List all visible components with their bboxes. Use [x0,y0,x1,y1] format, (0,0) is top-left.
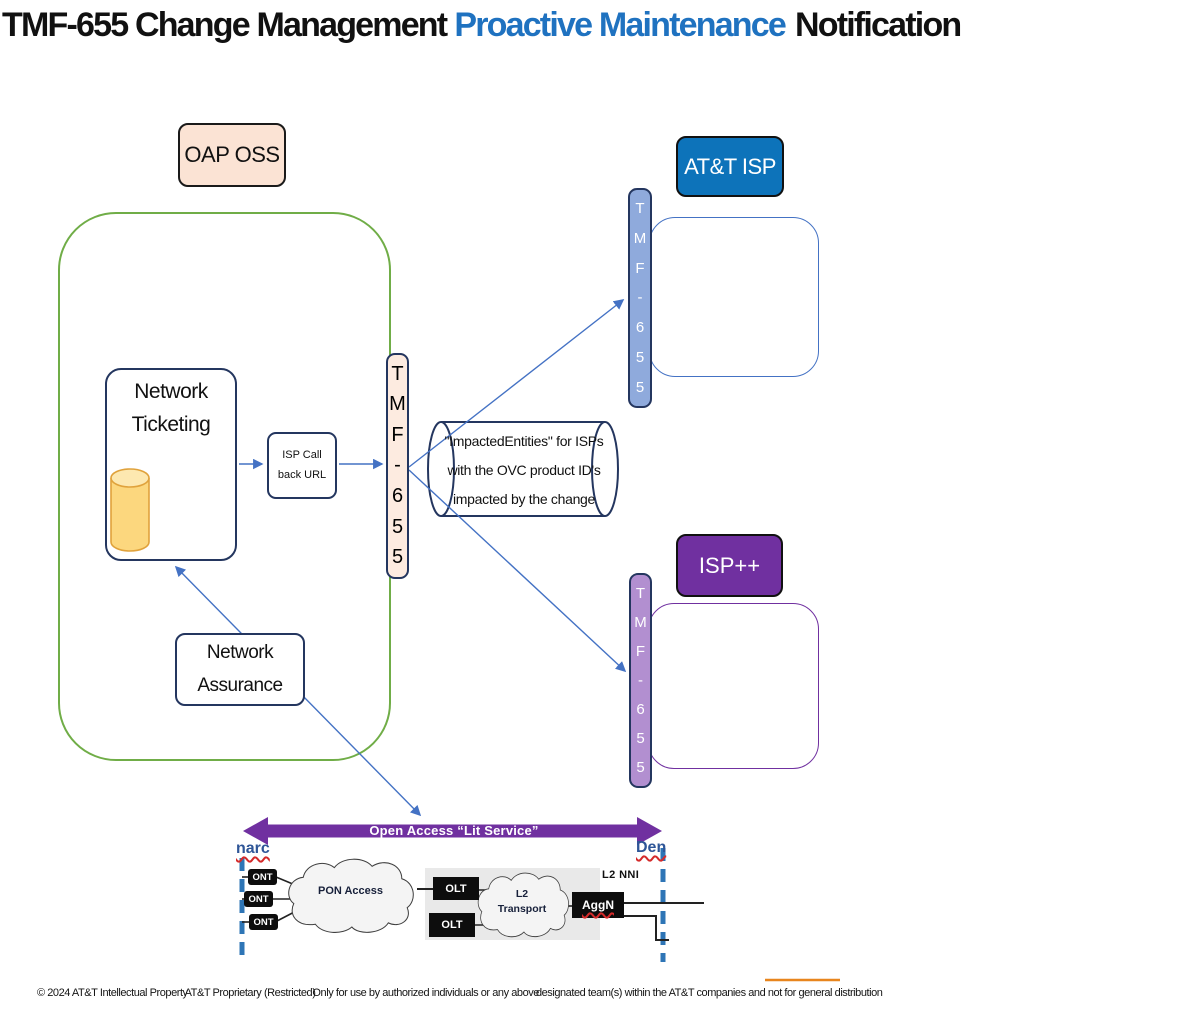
tmf-letter: M [634,614,647,631]
aggn-box: AggN [572,892,624,918]
tmf-letter: 6 [636,701,645,718]
aggn-label: AggN [582,898,614,912]
tmf-655-bar-att-isp: T M F - 6 5 5 [628,188,652,408]
arrow-tmf-to-isp-plus [408,469,627,673]
network-assurance-box: Network Assurance [175,633,305,706]
tmf-letter: 5 [636,759,645,776]
att-isp-label: AT&T ISP [684,153,776,179]
open-access-double-arrow [243,817,662,845]
l2-transport-line1: L2 [515,888,529,900]
demarc-label-left: narc [236,840,270,857]
ont-box-1: ONT [248,869,277,885]
isp-plus-box: ISP++ [676,534,783,597]
tmf-letter: T [635,200,645,218]
tmf-letter: - [637,289,643,307]
olt-box-top: OLT [433,877,479,900]
att-isp-box: AT&T ISP [676,136,784,197]
oap-oss-box: OAP OSS [178,123,286,187]
tmf-letter: 5 [635,348,645,366]
title-part-2: Notification [795,6,962,44]
network-ticketing-box: Network Ticketing [105,368,237,561]
tmf-letter: - [638,672,643,689]
isp-callback-line1: ISP Call [282,448,322,461]
flow-arrows [174,299,627,817]
tmf-letter: T [635,585,646,602]
ont-box-3: ONT [249,914,278,930]
isp-callback-url-box: ISP Call back URL [267,432,337,499]
ont-box-2: ONT [244,891,273,907]
tmf-letter: F [635,259,645,277]
tmf-letter: T [391,362,404,385]
olt-box-bottom: OLT [429,913,475,937]
l2-transport-line2: Transport [497,902,547,915]
footer-disclaimer: © 2024 AT&T Intellectual Property AT&T P… [37,987,883,999]
att-isp-empty-panel [649,217,819,377]
tmf-letter: 5 [635,378,645,396]
title-part-1: TMF-655 Change Management [2,6,448,44]
footer-proprietary: AT&T Proprietary (Restricted) [184,987,316,999]
impacted-entities-line1: "ImpactedEntities" for ISPs [444,433,604,449]
network-ticketing-line1: Network [134,380,208,403]
isp-plus-empty-panel [648,603,819,769]
tmf-letter: M [389,393,406,416]
tmf-655-bar-oss: T M F - 6 5 5 [386,353,409,579]
impacted-entities-line3: impacted by the change [452,491,596,507]
cylinder-body [441,422,605,516]
title-highlight: Proactive Maintenance [454,6,786,44]
isp-callback-line2: back URL [277,468,327,481]
oap-oss-label: OAP OSS [184,142,280,167]
pon-access-label: PON Access [317,885,384,897]
footer-copyright: © 2024 AT&T Intellectual Property [37,987,188,999]
footer-usage: Only for use by authorized individuals o… [312,987,539,999]
demarc-label-right: Den [636,839,667,856]
ticketing-database-cylinder-icon [110,468,150,552]
open-access-lit-service-label: Open Access “Lit Service” [369,823,539,838]
impacted-entities-cylinder [427,421,619,517]
l2-transport-label: L2 Transport [474,887,570,916]
isp-plus-label: ISP++ [698,552,761,578]
arrow-tmf-to-att-isp [408,299,625,468]
tmf-letter: 5 [391,515,404,538]
l2-nni-label: L2 NNI [602,869,640,881]
tmf-letter: F [635,643,646,660]
tmf-letter: 6 [391,485,404,508]
tmf-letter: M [633,230,647,248]
network-assurance-line2: Assurance [197,674,283,696]
tmf-655-bar-isp-plus: T M F - 6 5 5 [629,573,652,788]
network-ticketing-line2: Ticketing [131,412,211,436]
footer-designated: designated team(s) within the AT&T compa… [535,987,883,999]
tmf-letter: 5 [636,730,645,747]
impacted-entities-line2: with the OVC product ID's [447,462,601,478]
tmf-letter: 6 [635,319,645,337]
tmf-letter: F [391,423,404,446]
tmf-letter: 5 [391,546,404,569]
tmf-letter: - [394,454,401,477]
impacted-entities-note: "ImpactedEntities" for ISPs with the OVC… [443,427,605,514]
network-assurance-line1: Network [206,642,274,664]
